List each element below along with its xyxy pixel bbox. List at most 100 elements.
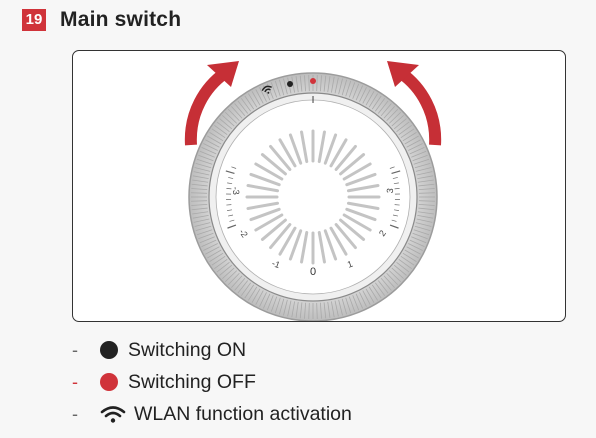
legend-item-switching-on: - Switching ON bbox=[72, 334, 552, 366]
dial-ray bbox=[345, 172, 377, 187]
knurl-line bbox=[406, 246, 421, 255]
knurl-line bbox=[304, 302, 307, 319]
knurl-line bbox=[402, 252, 417, 262]
knurl-line bbox=[299, 75, 303, 92]
knurl-line bbox=[244, 95, 255, 110]
dial-label-1: 1 bbox=[346, 259, 354, 270]
knurl-line bbox=[362, 290, 371, 305]
knurl-line bbox=[191, 200, 208, 202]
knurl-line bbox=[278, 298, 285, 315]
knurl-line bbox=[417, 179, 434, 183]
knurl-line bbox=[216, 261, 230, 273]
knurl-line bbox=[415, 222, 432, 227]
legend: - Switching ON - Switching OFF - WLAN fu… bbox=[72, 334, 552, 430]
legend-label: Switching OFF bbox=[128, 370, 256, 393]
dial-ray bbox=[323, 133, 338, 165]
scale-tick bbox=[393, 209, 399, 211]
knurl-line bbox=[205, 246, 220, 255]
knurl-line bbox=[417, 215, 434, 219]
knurl-line bbox=[219, 264, 233, 276]
knurl-line bbox=[227, 108, 240, 122]
knurl-line bbox=[417, 211, 434, 215]
dial-label-2: 2 bbox=[377, 228, 388, 238]
knurl-line bbox=[418, 183, 435, 187]
knurl-line bbox=[270, 82, 278, 98]
knurl-line bbox=[274, 80, 281, 97]
knurl-line bbox=[209, 252, 224, 262]
knurl-line bbox=[411, 150, 427, 158]
legend-label: WLAN function activation bbox=[134, 402, 352, 425]
knurl-line bbox=[224, 270, 238, 283]
knurl-line bbox=[355, 293, 363, 309]
knurl-line bbox=[412, 232, 428, 240]
knurl-line bbox=[352, 83, 360, 99]
legend-item-wlan: - WLAN function activation bbox=[72, 398, 552, 430]
dial-ray bbox=[342, 162, 372, 181]
dial-ray bbox=[345, 207, 377, 222]
dial-ray bbox=[260, 153, 287, 176]
knurl-line bbox=[396, 121, 410, 133]
knurl-line bbox=[409, 239, 425, 247]
dial-ray bbox=[269, 223, 292, 250]
knurl-line bbox=[334, 77, 339, 94]
knurl-line bbox=[374, 98, 386, 112]
knurl-line bbox=[308, 75, 310, 92]
knurl-line bbox=[359, 87, 367, 102]
knurl-line bbox=[400, 255, 415, 266]
knurl-line bbox=[259, 292, 267, 307]
scale-tick bbox=[389, 166, 395, 169]
knurl-line bbox=[193, 171, 210, 176]
scale-tick bbox=[228, 177, 234, 179]
knurl-line bbox=[414, 162, 431, 169]
knurl-line bbox=[205, 139, 220, 148]
knurl-line bbox=[348, 82, 356, 98]
dial-ray bbox=[300, 230, 309, 264]
knurl-line bbox=[194, 167, 211, 172]
knurl-line bbox=[195, 162, 212, 169]
knurl-line bbox=[255, 290, 264, 305]
knurl-line bbox=[211, 255, 226, 266]
knurl-line bbox=[237, 280, 249, 294]
knurl-line bbox=[192, 211, 209, 215]
ring-off-dot-icon bbox=[310, 78, 316, 84]
knurl-line bbox=[380, 103, 392, 117]
knurl-line bbox=[234, 103, 246, 117]
knurl-line bbox=[201, 239, 217, 247]
knurl-line bbox=[413, 229, 430, 236]
knurl-line bbox=[416, 171, 433, 176]
knurl-line bbox=[380, 277, 392, 291]
ring-wifi-icon bbox=[261, 85, 272, 94]
knurl-line bbox=[338, 78, 343, 95]
knurl-line bbox=[191, 192, 208, 194]
knurl-line bbox=[224, 111, 238, 124]
dial-ray bbox=[329, 226, 348, 256]
knurl-line bbox=[203, 243, 218, 251]
knurl-line bbox=[237, 100, 249, 114]
knurl-line bbox=[398, 258, 412, 270]
legend-dash: - bbox=[72, 339, 78, 360]
scale-tick bbox=[225, 170, 235, 175]
knurl-line bbox=[417, 175, 434, 179]
knurl-line bbox=[400, 128, 415, 139]
knurl-line bbox=[278, 79, 285, 96]
knurl-line bbox=[199, 150, 215, 158]
dial-ray bbox=[288, 229, 303, 261]
knurl-line bbox=[191, 203, 208, 206]
knurl-line bbox=[408, 143, 423, 151]
section-number-badge: 19 bbox=[22, 9, 46, 31]
scale-tick bbox=[228, 214, 234, 217]
knurl-line bbox=[248, 93, 258, 108]
knurl-line bbox=[415, 167, 432, 172]
knurl-line bbox=[416, 218, 433, 223]
knurl-line bbox=[283, 299, 288, 316]
knurl-line bbox=[331, 301, 335, 318]
knurl-line bbox=[304, 75, 307, 92]
knurl-line bbox=[323, 75, 327, 92]
knurl-line bbox=[386, 108, 399, 122]
knurl-line bbox=[244, 284, 255, 299]
scale-tick bbox=[227, 209, 233, 211]
dial-ray bbox=[317, 230, 326, 264]
dial-ray bbox=[249, 172, 281, 187]
knurl-line bbox=[299, 302, 303, 319]
knurl-line bbox=[404, 135, 419, 145]
